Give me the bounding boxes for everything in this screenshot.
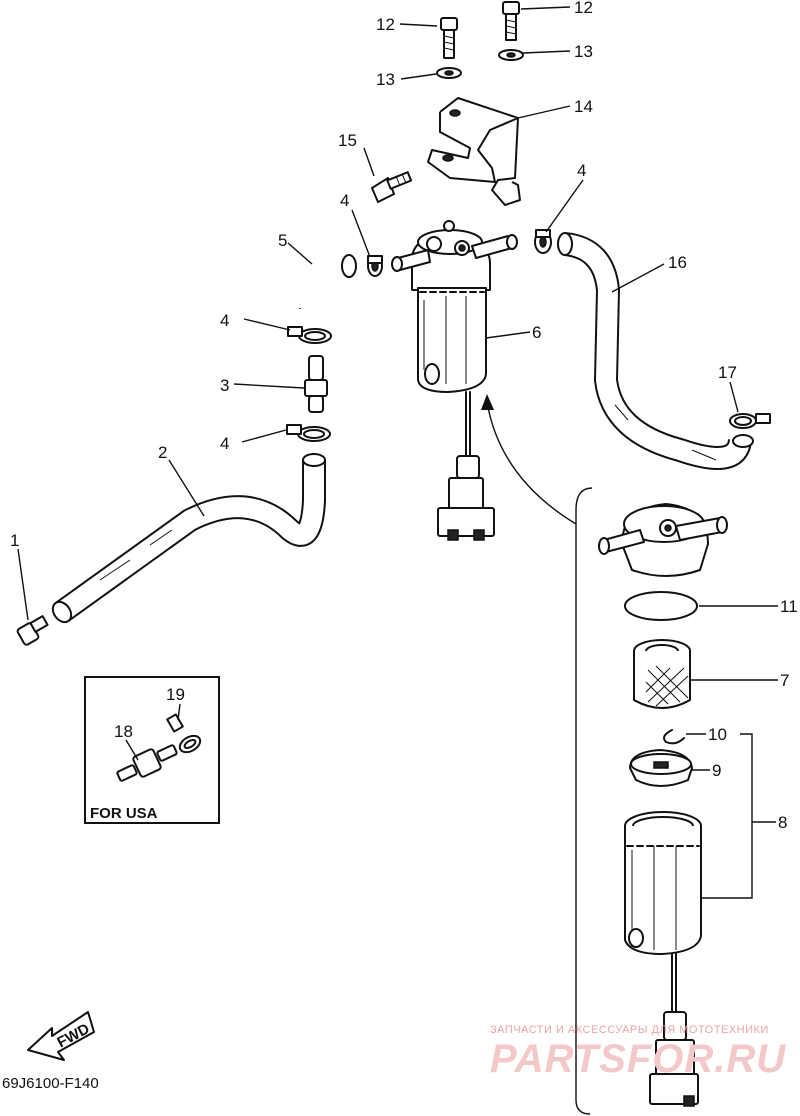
circlip-10 <box>663 729 685 745</box>
callout-4-right: 4 <box>577 161 586 180</box>
callout-4-top: 4 <box>340 191 349 210</box>
callout-8: 8 <box>778 813 787 832</box>
clip-19 <box>166 713 202 754</box>
callout-5: 5 <box>278 231 287 250</box>
clip-17 <box>729 413 771 429</box>
clip-4-c <box>286 424 331 442</box>
washer-13-left <box>436 67 462 79</box>
callout-4-low: 4 <box>220 434 229 453</box>
fuel-filter-6 <box>391 220 518 541</box>
callout-9: 9 <box>712 761 721 780</box>
float-9 <box>629 749 693 787</box>
clip-4-a <box>367 255 383 277</box>
bolt-12-right <box>502 1 520 41</box>
callout-11: 11 <box>780 597 798 616</box>
fwd-arrow-icon <box>27 1011 95 1061</box>
bolt-15 <box>371 171 413 203</box>
callout-18: 18 <box>114 722 133 741</box>
cup-8 <box>624 811 702 1107</box>
for-usa-inset <box>84 676 220 824</box>
filter-element-7 <box>633 639 691 709</box>
watermark-logo: PARTSFOR.RU <box>490 1037 786 1081</box>
callout-16: 16 <box>668 253 687 272</box>
clip-4-d <box>534 229 552 254</box>
detail-bracket <box>575 487 593 1115</box>
callout-4-mid: 4 <box>220 311 229 330</box>
callout-12-left: 12 <box>376 15 395 34</box>
leader-lines <box>17 6 778 899</box>
callout-12-right: 12 <box>574 0 593 17</box>
callout-13-right: 13 <box>574 42 593 61</box>
bracket-14 <box>427 97 521 206</box>
callout-6: 6 <box>532 323 541 342</box>
callout-2: 2 <box>158 443 167 462</box>
callout-7: 7 <box>780 671 789 690</box>
drawing-code: 69J6100-F140 <box>2 1075 99 1092</box>
callout-14: 14 <box>574 97 593 116</box>
joint-3 <box>304 355 328 413</box>
o-ring-11 <box>624 591 698 621</box>
callout-3: 3 <box>220 376 229 395</box>
callout-15: 15 <box>338 131 357 150</box>
callout-17: 17 <box>718 363 737 382</box>
joint-18 <box>116 744 178 782</box>
clip-4-b <box>287 326 332 344</box>
callout-13-left: 13 <box>376 70 395 89</box>
callout-10: 10 <box>708 725 727 744</box>
washer-13-right <box>498 49 524 61</box>
detail-arrow <box>481 394 577 525</box>
callout-1: 1 <box>10 531 19 550</box>
plug-1 <box>16 615 49 646</box>
hose-16 <box>557 232 754 470</box>
callout-19: 19 <box>166 685 185 704</box>
bolt-12-left <box>440 17 458 59</box>
watermark-tagline: ЗАПЧАСТИ И АКСЕССУАРЫ ДЛЯ МОТОТЕХНИКИ <box>490 1024 769 1036</box>
hose-5 <box>291 253 357 309</box>
hose-2 <box>51 453 326 624</box>
for-usa-label: FOR USA <box>90 805 158 822</box>
filter-cap-exploded <box>598 503 728 577</box>
